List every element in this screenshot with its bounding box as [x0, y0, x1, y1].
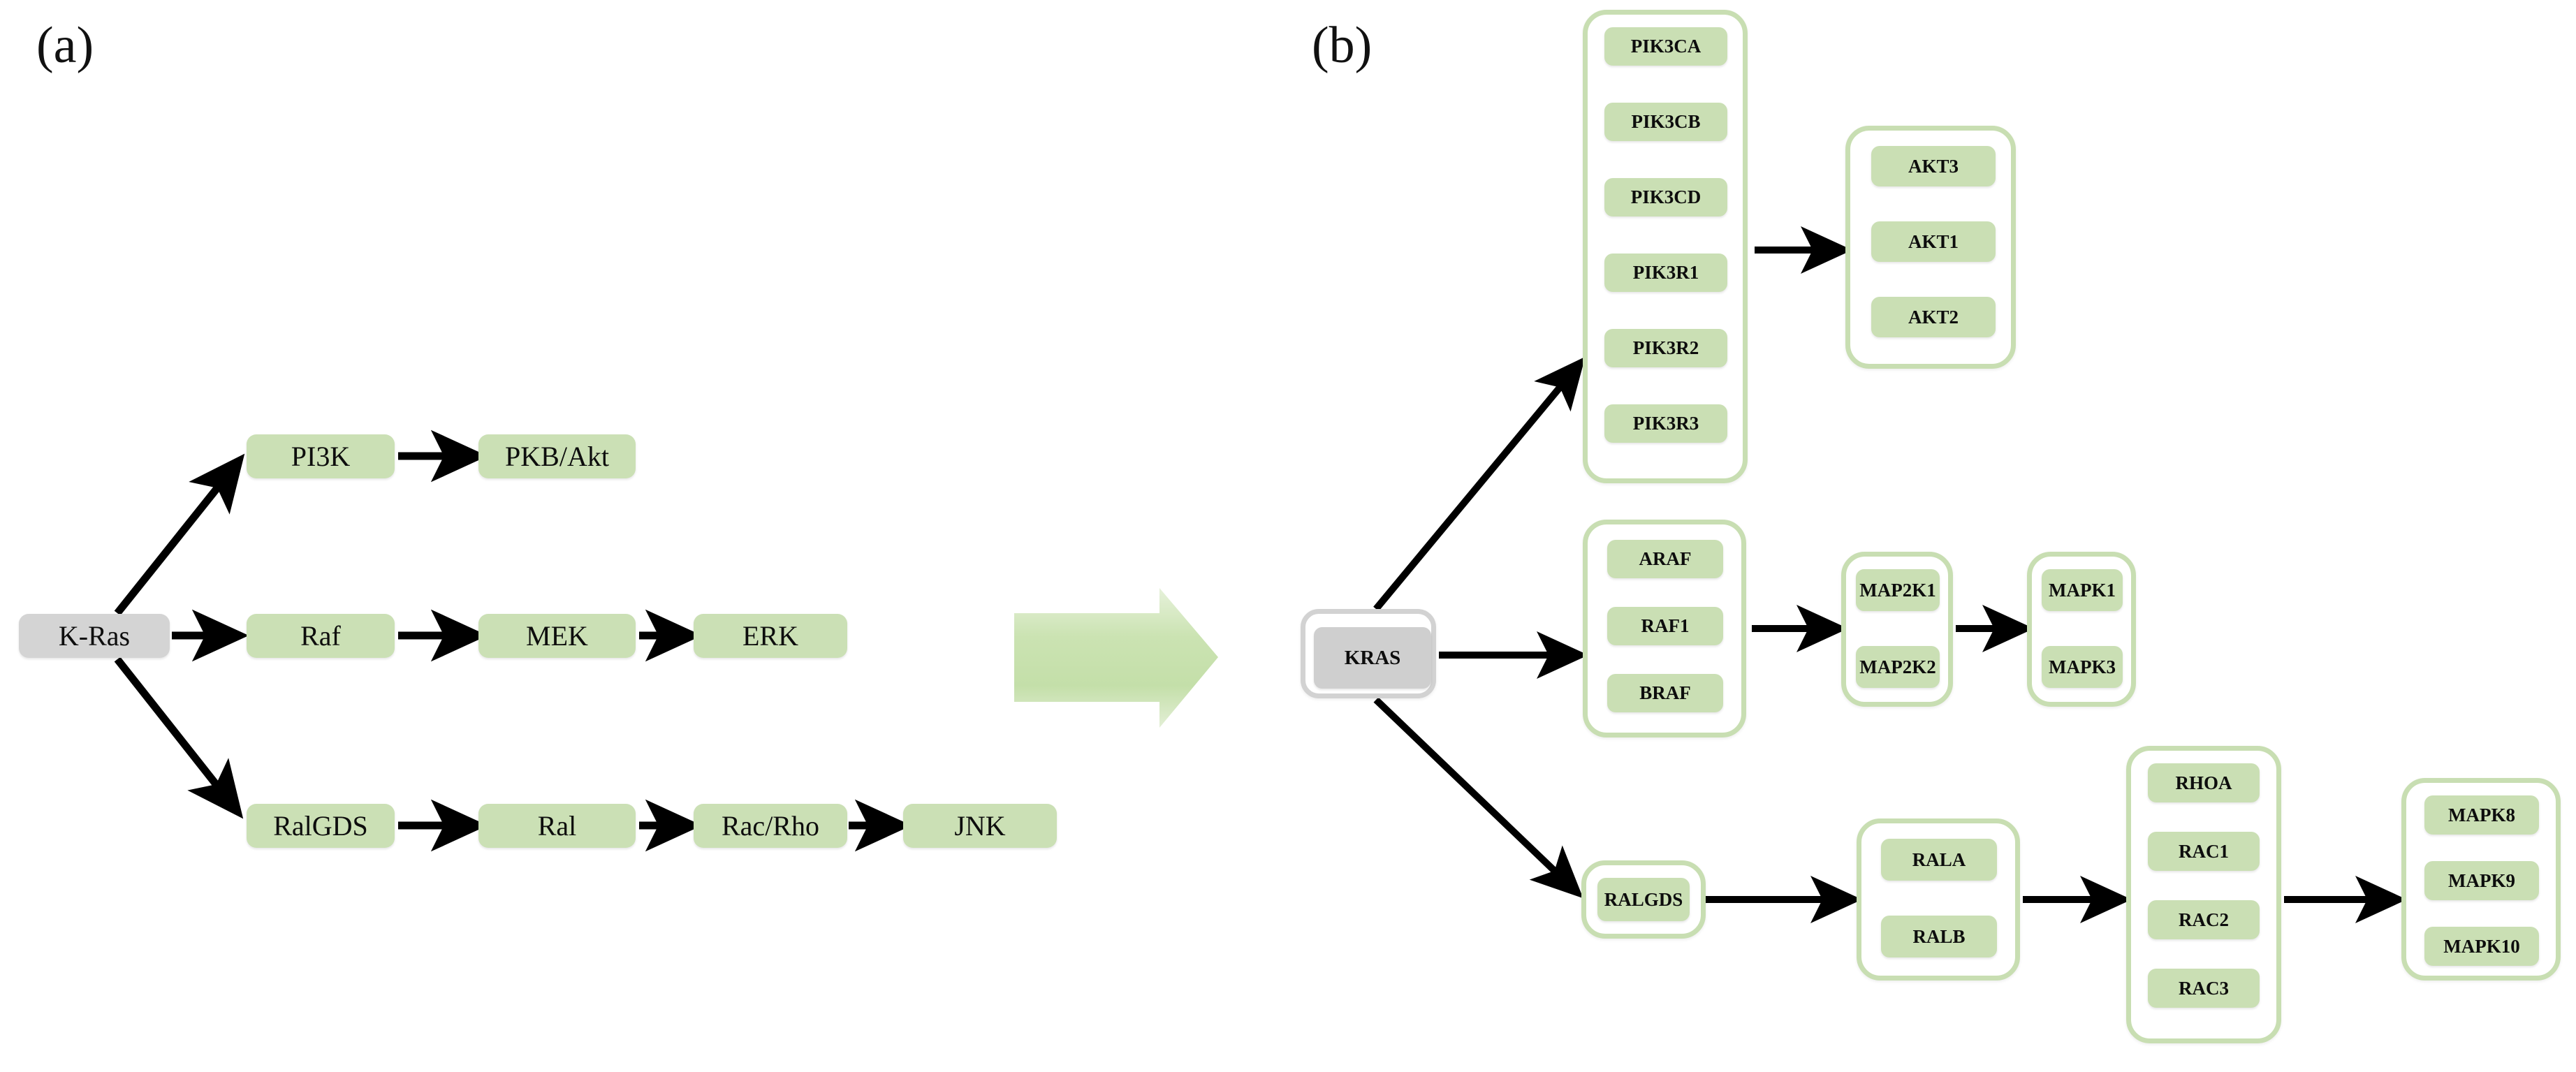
gene-pik3r1[interactable]: PIK3R1	[1604, 254, 1727, 292]
edge-kras-to-pi3k	[114, 453, 245, 616]
gene-mapk8[interactable]: MAPK8	[2424, 795, 2539, 835]
gene-mapk10[interactable]: MAPK10	[2424, 927, 2539, 966]
akt-group: AKT3 AKT1 AKT2	[1845, 126, 2016, 369]
gene-pik3r3[interactable]: PIK3R3	[1604, 404, 1727, 443]
gene-akt3[interactable]: AKT3	[1871, 146, 1996, 186]
gene-map2k2[interactable]: MAP2K2	[1856, 646, 1940, 688]
gene-mapk1[interactable]: MAPK1	[2042, 569, 2123, 611]
gene-map2k1[interactable]: MAP2K1	[1856, 569, 1940, 611]
node-raf[interactable]: Raf	[247, 614, 395, 658]
node-k-ras[interactable]: K-Ras	[19, 614, 170, 658]
gene-pik3cb[interactable]: PIK3CB	[1604, 103, 1727, 141]
gene-rac3[interactable]: RAC3	[2148, 969, 2260, 1008]
raf-group: ARAF RAF1 BRAF	[1583, 520, 1746, 737]
gene-braf[interactable]: BRAF	[1607, 674, 1723, 712]
gene-pik3r2[interactable]: PIK3R2	[1604, 329, 1727, 367]
edge-kras-to-ralgds	[114, 656, 244, 819]
gene-raf1[interactable]: RAF1	[1607, 607, 1723, 645]
node-erk[interactable]: ERK	[694, 614, 847, 658]
edge-kras-to-ralgds-group	[1373, 697, 1583, 899]
node-mek[interactable]: MEK	[478, 614, 636, 658]
pi3k-group: PIK3CA PIK3CB PIK3CD PIK3R1 PIK3R2 PIK3R…	[1583, 10, 1748, 483]
node-pkb-akt[interactable]: PKB/Akt	[478, 434, 636, 478]
gene-rala[interactable]: RALA	[1881, 839, 1997, 881]
gene-kras[interactable]: KRAS	[1314, 627, 1431, 689]
panel-a-label: (a)	[36, 17, 94, 74]
mapk-group: MAPK1 MAPK3	[2027, 552, 2136, 707]
gene-rac1[interactable]: RAC1	[2148, 832, 2260, 871]
node-jnk[interactable]: JNK	[903, 804, 1057, 848]
gene-rac2[interactable]: RAC2	[2148, 900, 2260, 939]
gene-pik3ca[interactable]: PIK3CA	[1604, 27, 1727, 66]
kras-group: KRAS	[1301, 609, 1436, 698]
gene-akt1[interactable]: AKT1	[1871, 221, 1996, 262]
panel-b-label: (b)	[1312, 17, 1373, 74]
ralgds-group: RALGDS	[1581, 860, 1706, 939]
transition-arrow-icon	[1014, 588, 1218, 728]
node-pi3k[interactable]: PI3K	[247, 434, 395, 478]
gene-ralb[interactable]: RALB	[1881, 916, 1997, 957]
node-ralgds[interactable]: RalGDS	[247, 804, 395, 848]
map2k-group: MAP2K1 MAP2K2	[1841, 552, 1953, 707]
jnk-group: MAPK8 MAPK9 MAPK10	[2401, 778, 2561, 981]
gene-akt2[interactable]: AKT2	[1871, 297, 1996, 337]
edge-kras-to-pi3k-group	[1373, 356, 1586, 612]
node-rac-rho[interactable]: Rac/Rho	[694, 804, 847, 848]
gene-mapk3[interactable]: MAPK3	[2042, 646, 2123, 688]
gene-araf[interactable]: ARAF	[1607, 540, 1723, 578]
gene-mapk9[interactable]: MAPK9	[2424, 861, 2539, 900]
gene-pik3cd[interactable]: PIK3CD	[1604, 178, 1727, 216]
rho-rac-group: RHOA RAC1 RAC2 RAC3	[2126, 746, 2281, 1043]
ral-group: RALA RALB	[1857, 818, 2020, 981]
gene-rhoa[interactable]: RHOA	[2148, 763, 2260, 802]
node-ral[interactable]: Ral	[478, 804, 636, 848]
gene-ralgds[interactable]: RALGDS	[1597, 878, 1690, 921]
